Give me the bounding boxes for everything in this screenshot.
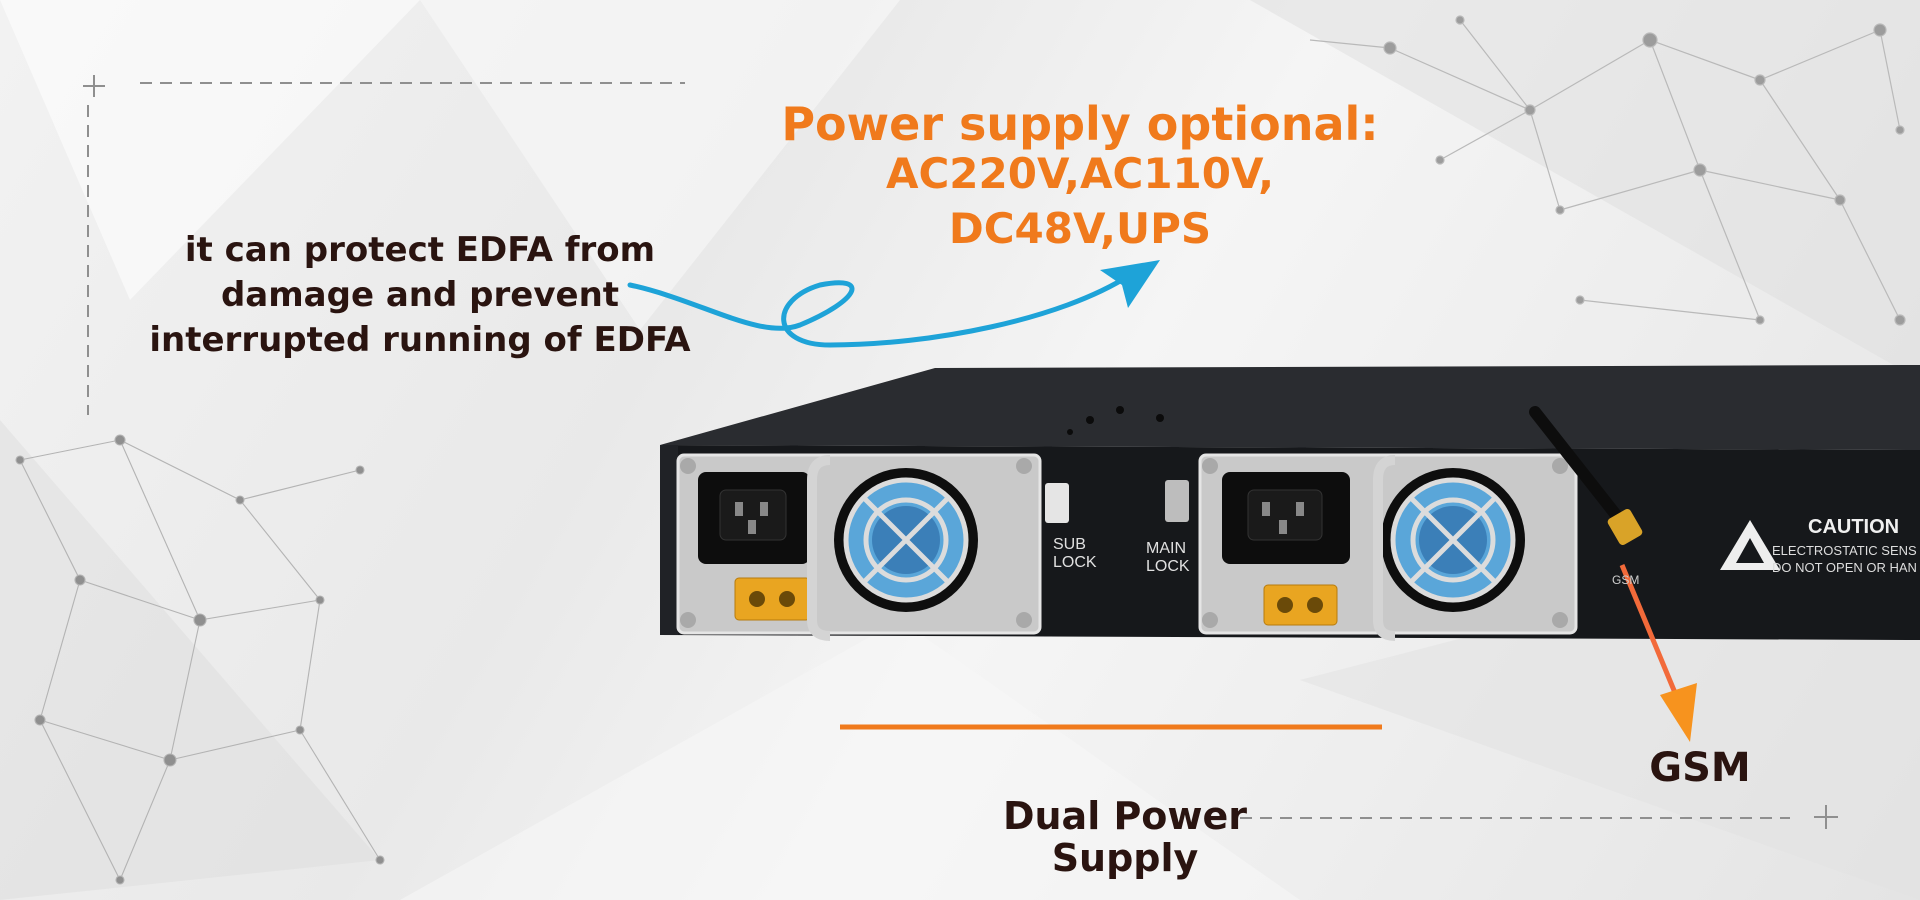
gsm-antenna <box>1529 406 1643 546</box>
protect-description: it can protect EDFA from damage and prev… <box>120 228 720 363</box>
gsm-callout-label: GSM <box>1649 745 1751 791</box>
power-supply-headline: Power supply optional: <box>781 97 1379 151</box>
gsm-port-label: GSM <box>1612 573 1640 587</box>
protect-line-3: interrupted running of EDFA <box>149 320 691 360</box>
dual-power-line-2: Supply <box>1051 836 1199 880</box>
dual-power-line-1: Dual Power <box>1002 794 1248 838</box>
network-mesh-top-right <box>1309 15 1906 326</box>
caution-line-2: DO NOT OPEN OR HAN <box>1772 560 1917 575</box>
dual-power-bracket <box>839 640 1383 800</box>
voltage-options-line-2: DC48V,UPS <box>948 204 1212 253</box>
caution-title: CAUTION <box>1808 516 1900 538</box>
psu-module-right <box>1198 453 1578 641</box>
gsm-arrow <box>1619 564 1697 742</box>
protect-line-1: it can protect EDFA from <box>184 230 656 270</box>
dual-power-supply-label: Dual Power Supply <box>960 795 1290 879</box>
psu-module-left <box>676 453 1042 641</box>
dashed-frame-bottom-right <box>1240 805 1838 829</box>
protect-line-2: damage and prevent <box>220 275 620 315</box>
dashed-frame-top-left <box>83 75 685 415</box>
blue-swirl-arrow <box>627 260 1160 348</box>
edfa-device <box>660 365 1920 641</box>
network-mesh-bottom-left <box>15 434 385 885</box>
caution-line-1: ELECTROSTATIC SENS <box>1772 543 1917 558</box>
voltage-options-line-1: AC220V,AC110V, <box>885 149 1275 198</box>
